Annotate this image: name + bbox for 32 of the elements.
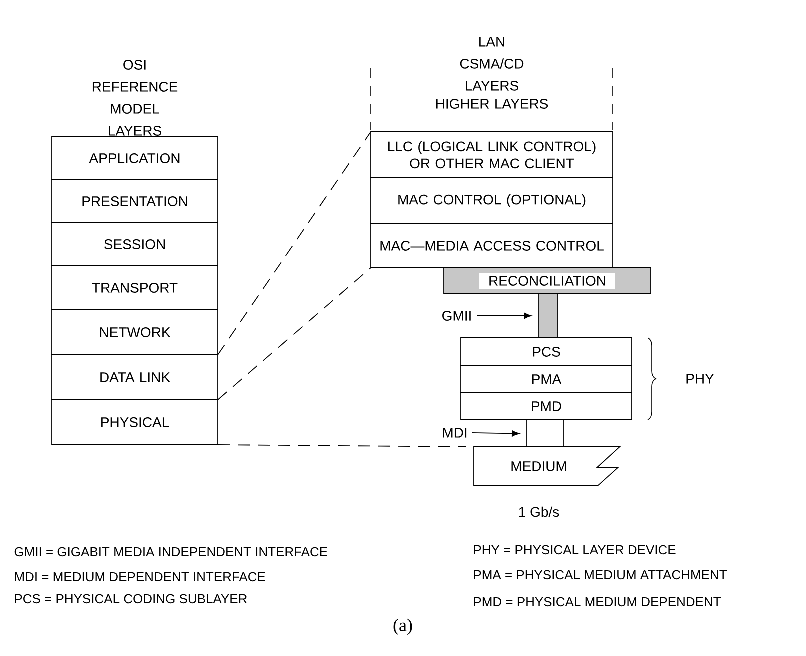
connector-box — [526, 420, 564, 448]
projection-line — [218, 444, 466, 448]
layer-box: MAC CONTROL (OPTIONAL) — [370, 178, 614, 224]
arrow — [472, 430, 520, 437]
caption: (a) — [394, 618, 412, 636]
layer-label: HIGHER LAYERS — [436, 99, 548, 109]
interface-label: GMII — [442, 311, 471, 321]
layer-box: NETWORK — [52, 310, 218, 356]
layer-box: TRANSPORT — [52, 266, 218, 310]
projection-line — [218, 268, 372, 400]
layer-box: PMA — [460, 366, 632, 394]
layer-box: PRESENTATION — [52, 180, 218, 224]
arrow — [476, 312, 532, 320]
projection-line — [218, 132, 372, 356]
interface-bar — [538, 294, 558, 338]
layer-box: LLC (LOGICAL LINK CONTROL) OR OTHER MAC CLIENT — [370, 132, 614, 178]
layer-box: MAC—MEDIA ACCESS CONTROL — [370, 224, 614, 268]
abbreviation-definition: PHY = PHYSICAL LAYER DEVICE — [474, 545, 676, 555]
layer-box: PHYSICAL — [52, 400, 218, 446]
layer-box: APPLICATION — [52, 136, 218, 180]
interface-label: MDI — [443, 428, 467, 438]
layer-box: SESSION — [52, 222, 218, 266]
abbreviation-definition: PMD = PHYSICAL MEDIUM DEPENDENT — [474, 597, 721, 607]
abbreviation-definition: GMII = GIGABIT MEDIA INDEPENDENT INTERFACE — [14, 547, 328, 557]
abbreviation-definition: MDI = MEDIUM DEPENDENT INTERFACE — [15, 572, 266, 582]
brace-label: PHY — [686, 374, 714, 384]
speed-label: 1 Gb/s — [519, 506, 560, 518]
layer-box: DATA LINK — [52, 354, 218, 400]
layer-box: PCS — [460, 338, 632, 366]
abbreviation-definition: PMA = PHYSICAL MEDIUM ATTACHMENT — [474, 570, 728, 580]
abbreviation-definition: PCS = PHYSICAL CODING SUBLAYER — [15, 594, 248, 604]
column-heading: LAN CSMA/CD LAYERS — [460, 37, 524, 91]
